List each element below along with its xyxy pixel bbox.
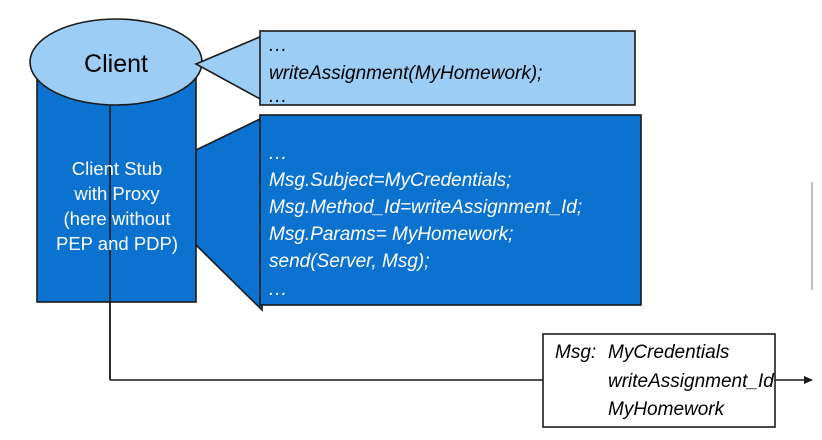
stub-code-line-2: Msg.Subject=MyCredentials; [269, 170, 511, 191]
client-label: Client [84, 50, 148, 78]
client-callout-tail [194, 34, 263, 102]
client-code-line-3: ... [269, 86, 288, 107]
stub-code-line-5: send(Server, Msg); [269, 251, 430, 272]
message-box-label: Msg: [555, 342, 596, 363]
message-box[interactable] [542, 333, 776, 428]
stub-code-line-3: Msg.Method_Id=writeAssignment_Id; [269, 197, 582, 218]
stub-code-line-4: Msg.Params= MyHomework; [269, 224, 513, 245]
message-field-method-id: writeAssignment_Id [608, 371, 775, 392]
stub-label-line-3: (here without [64, 208, 171, 229]
stub-label-line-4: PEP and PDP) [56, 233, 178, 254]
stub-code-line-1: ... [269, 143, 288, 164]
client-code-line-1: ... [269, 35, 288, 56]
stub-code-callout[interactable] [259, 114, 642, 306]
stub-callout-tail [195, 116, 263, 312]
client-code-callout[interactable] [259, 30, 636, 106]
message-field-params: MyHomework [608, 399, 726, 420]
stub-label-line-1: Client Stub [72, 158, 163, 179]
stub-label-line-2: with Proxy [73, 183, 160, 204]
page-edge-rule [811, 182, 813, 290]
stub-code-line-6: ... [269, 279, 288, 300]
client-code-line-2: writeAssignment(MyHomework); [269, 63, 542, 84]
message-field-credentials: MyCredentials [608, 342, 730, 363]
